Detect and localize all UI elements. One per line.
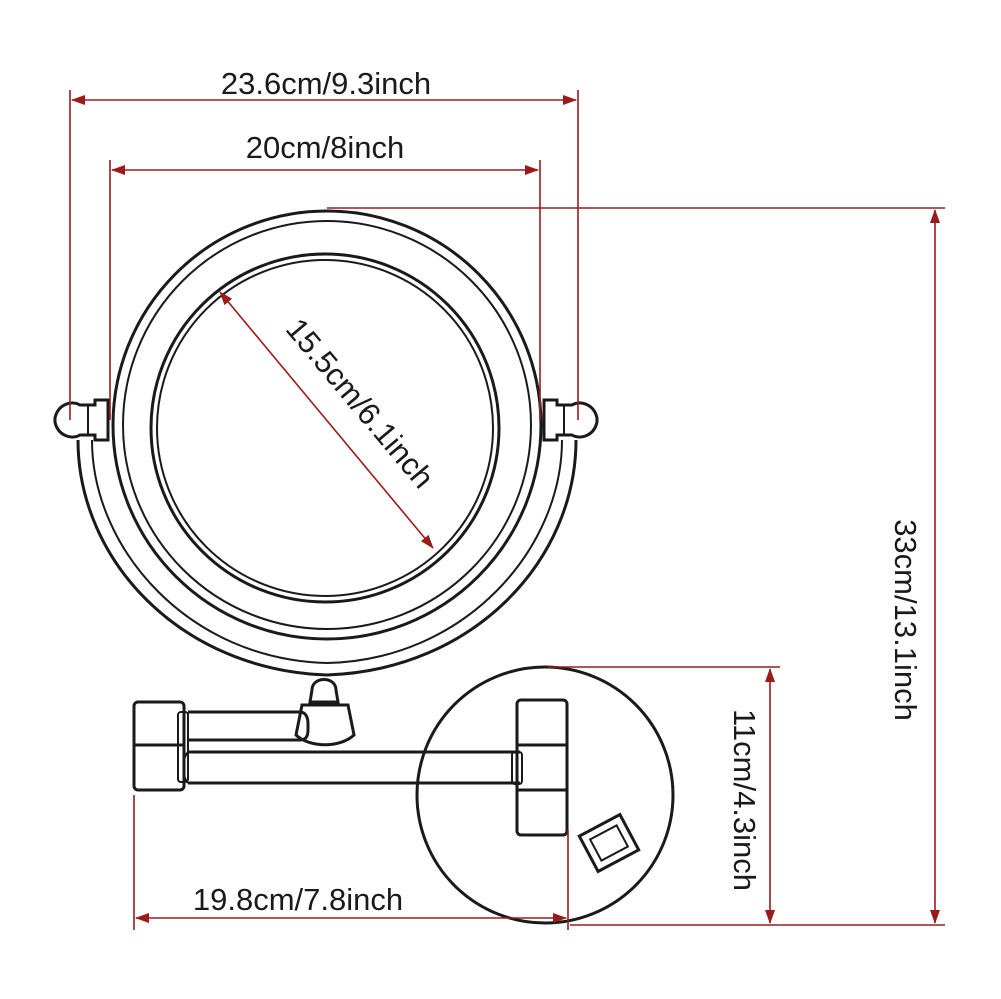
frame-width-label: 20cm/8inch (246, 130, 405, 165)
dimension-lines (69, 90, 945, 930)
arm-extension-label: 19.8cm/7.8inch (193, 882, 403, 917)
right-bracket (515, 698, 569, 837)
base-diameter-label: 11cm/4.3inch (727, 709, 762, 891)
left-pivot-knob (53, 398, 110, 442)
extension-arm (132, 698, 569, 837)
overall-height-label: 33cm/13.1inch (888, 519, 923, 721)
mirror-frame-inner (122, 220, 532, 630)
overall-width-label: 23.6cm/9.3inch (221, 66, 431, 101)
mirror-glass-inner (156, 259, 494, 597)
mirror-diameter-label: 15.5cm/6.1inch (279, 311, 441, 495)
swivel-neck (294, 678, 356, 747)
mirror-frame-outer (111, 209, 543, 641)
mirror-diameter-line (219, 291, 434, 549)
mirror-head (111, 209, 543, 641)
wall-base (415, 665, 675, 925)
mirror-yoke (53, 398, 599, 677)
switch-icon (577, 812, 641, 874)
mirror-glass-outer (149, 252, 501, 604)
wall-base-plate (415, 665, 675, 925)
right-pivot-knob (542, 398, 599, 442)
